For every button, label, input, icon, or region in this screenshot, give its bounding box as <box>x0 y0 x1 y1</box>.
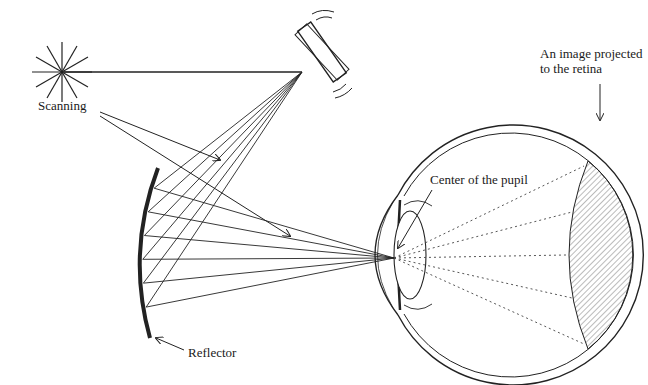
scan-rays <box>143 72 394 307</box>
retina-image-label: An image projected to the retina <box>540 46 644 76</box>
reflector <box>140 168 158 338</box>
scanning-mirror <box>295 10 352 98</box>
reflector-label: Reflector <box>188 345 268 360</box>
scan-ray <box>143 72 394 259</box>
scan-ray <box>143 72 394 283</box>
scanning-label: Scanning <box>38 98 118 113</box>
leader-arrows <box>100 84 600 350</box>
pupil-label: Center of the pupil <box>430 172 560 187</box>
scan-ray <box>148 72 394 258</box>
eye <box>375 125 643 385</box>
scan-ray <box>154 72 394 258</box>
scan-ray <box>144 72 394 258</box>
scan-ray <box>146 72 394 307</box>
light-beam <box>64 71 302 72</box>
